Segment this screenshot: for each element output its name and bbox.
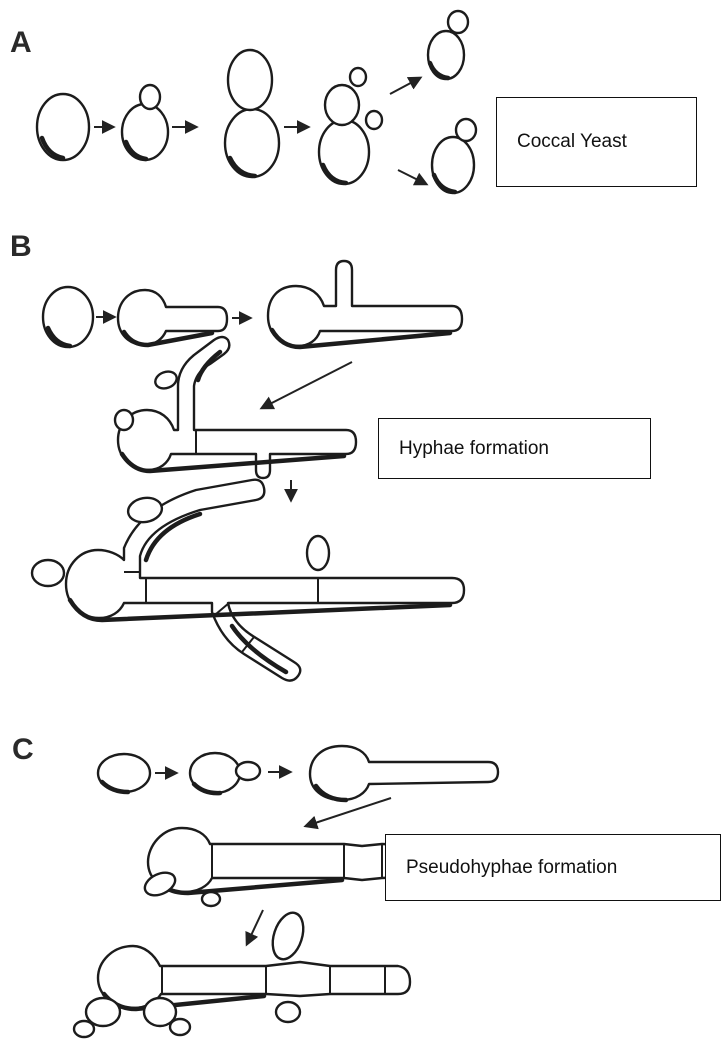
- panel-letter-b: B: [10, 232, 32, 262]
- yeast-bud: [115, 410, 133, 430]
- panel-letter-a: A: [10, 28, 32, 58]
- hyphae-formation-label-text: Hyphae formation: [399, 438, 549, 460]
- hyphae-formation-label: Hyphae formation: [378, 418, 651, 479]
- germ-tube: [118, 290, 227, 345]
- panel-letter-c: C: [12, 735, 34, 765]
- pseudohyphae-formation-label: Pseudohyphae formation: [385, 834, 721, 901]
- mycelium: [66, 480, 464, 681]
- yeast-cell: [43, 287, 93, 347]
- yeast-bud: [448, 11, 468, 33]
- yeast-bud: [350, 68, 366, 86]
- yeast-bud: [236, 762, 260, 780]
- yeast-bud: [228, 50, 272, 110]
- hyphal-bud: [267, 909, 308, 963]
- yeast-bud: [140, 85, 160, 109]
- pseudohypha-start: [310, 746, 498, 800]
- hyphal-bud: [307, 536, 329, 570]
- yeast-bud: [32, 560, 64, 586]
- yeast-bud: [202, 892, 220, 906]
- arrow: [247, 910, 263, 944]
- panel-a-drawing: [37, 11, 476, 193]
- hyphal-bud: [153, 369, 179, 392]
- yeast-bud: [456, 119, 476, 141]
- yeast-cell: [37, 94, 89, 160]
- arrow: [398, 170, 426, 184]
- coccal-yeast-label-text: Coccal Yeast: [517, 131, 627, 153]
- yeast-cell: [325, 85, 359, 125]
- yeast-cell: [86, 998, 120, 1026]
- yeast-bud: [170, 1019, 190, 1035]
- arrow: [390, 78, 420, 94]
- hyphal-bud: [276, 1002, 300, 1022]
- pseudohyphae-formation-label-text: Pseudohyphae formation: [406, 857, 617, 879]
- coccal-yeast-label: Coccal Yeast: [496, 97, 697, 187]
- yeast-bud: [366, 111, 382, 129]
- arrow: [306, 798, 391, 826]
- arrow: [262, 362, 352, 408]
- yeast-bud: [74, 1021, 94, 1037]
